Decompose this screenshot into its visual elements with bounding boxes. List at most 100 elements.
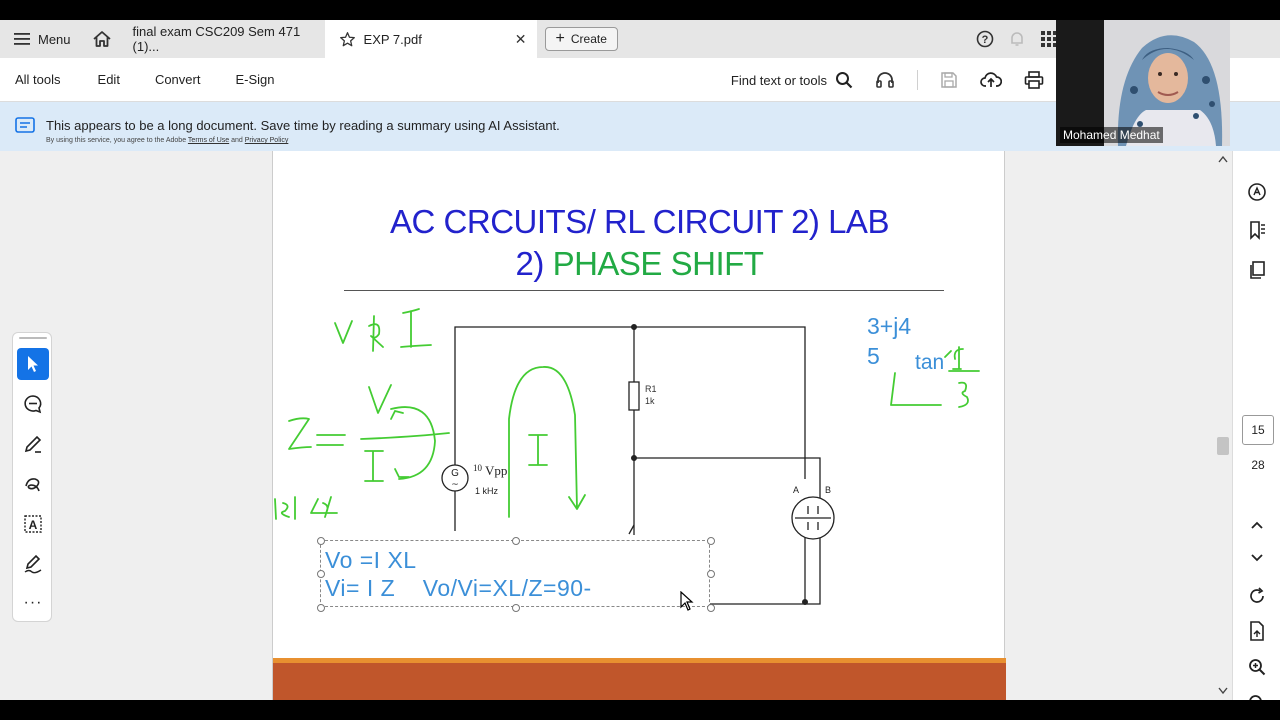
menu-button[interactable]: Menu — [0, 20, 85, 58]
scroll-up-icon[interactable] — [1218, 155, 1228, 163]
freehand-icon — [25, 478, 40, 492]
terms-of-use-link[interactable]: Terms of Use — [187, 137, 230, 144]
extract-page-button[interactable] — [1245, 619, 1269, 643]
resize-handle-bm[interactable] — [512, 604, 520, 612]
source-frequency: 1 kHz — [475, 486, 499, 496]
copy-pages-icon — [1250, 261, 1265, 279]
ai-assistant-icon — [1248, 183, 1266, 201]
vertical-scrollbar[interactable] — [1214, 151, 1232, 700]
draw-tool-button[interactable] — [17, 468, 49, 500]
all-tools-menu[interactable]: All tools — [15, 72, 61, 87]
toolbar-divider — [917, 70, 918, 90]
title-phase-shift: PHASE SHIFT — [552, 245, 764, 282]
highlight-tool-button[interactable] — [17, 428, 49, 460]
slide-title-line2: 2) PHASE SHIFT — [273, 245, 1006, 283]
zoom-in-button[interactable] — [1245, 655, 1269, 679]
tab-exp7[interactable]: EXP 7.pdf ✕ — [324, 20, 537, 58]
resize-handle-br[interactable] — [707, 604, 715, 612]
resize-handle-tl[interactable] — [317, 537, 325, 545]
source-vpp-num: 10 — [473, 463, 483, 473]
annotation-line-1[interactable]: Vo =I XL — [325, 547, 417, 573]
rotate-button[interactable] — [1245, 584, 1269, 608]
current-page-input[interactable]: 15 — [1242, 415, 1274, 445]
print-icon[interactable] — [1024, 71, 1044, 89]
home-button[interactable] — [85, 20, 119, 58]
previous-page-button[interactable] — [1245, 513, 1269, 537]
tab-label: EXP 7.pdf — [363, 31, 422, 47]
create-label: Create — [570, 32, 607, 46]
close-tab-icon[interactable]: ✕ — [514, 30, 527, 47]
svg-text:?: ? — [982, 34, 989, 46]
more-icon: ··· — [23, 594, 43, 611]
quick-tools-rail: A ··· — [12, 332, 52, 622]
scroll-down-icon[interactable] — [1218, 687, 1228, 695]
banner-terms: By using this service, you agree to the … — [46, 137, 288, 144]
resize-handle-ml[interactable] — [317, 570, 325, 578]
slide-footer-band — [273, 658, 1006, 700]
tab-label: final exam CSC209 Sem 471 (1)... — [132, 24, 301, 54]
comment-tool-button[interactable] — [17, 388, 49, 420]
menu-label: Menu — [38, 31, 71, 47]
node-dot — [802, 599, 808, 605]
scrollbar-thumb[interactable] — [1217, 437, 1229, 455]
star-icon[interactable] — [339, 31, 356, 48]
mouse-cursor-icon — [680, 591, 694, 611]
apps-grid-icon[interactable] — [1040, 30, 1058, 48]
edit-menu[interactable]: Edit — [97, 72, 120, 87]
help-icon[interactable]: ? — [976, 30, 994, 48]
resize-handle-mr[interactable] — [707, 570, 715, 578]
ai-assistant-button[interactable] — [1245, 180, 1269, 204]
page-thumbnails-button[interactable] — [1245, 258, 1269, 282]
sign-tool-button[interactable] — [17, 548, 49, 580]
participant-name: Mohamed Medhat — [1060, 127, 1163, 143]
text-annotation-box[interactable]: Vo =I XL Vi= I Z Vo/Vi=XL/Z=90- — [317, 537, 715, 612]
banner-sub-prefix: By using this service, you agree to the … — [46, 137, 187, 144]
zoom-out-icon — [1249, 695, 1262, 700]
text-tool-button[interactable]: A — [17, 508, 49, 540]
title-prefix: 2) — [515, 245, 553, 282]
ai-summary-icon — [15, 117, 35, 133]
banner-and: and — [231, 137, 243, 144]
upload-cloud-icon[interactable] — [980, 71, 1002, 89]
next-page-button[interactable] — [1245, 546, 1269, 570]
save-icon[interactable] — [940, 71, 958, 89]
ac-source — [441, 464, 469, 492]
comment-icon — [24, 395, 42, 414]
find-label: Find text or tools — [730, 72, 827, 88]
headphones-icon[interactable] — [875, 71, 895, 89]
more-tools-button[interactable]: ··· — [17, 587, 49, 619]
resize-handle-bl[interactable] — [317, 604, 325, 612]
title-underline — [344, 290, 944, 291]
esign-menu[interactable]: E-Sign — [235, 72, 275, 87]
signature-pen-icon — [24, 554, 42, 574]
r1-value: 1k — [645, 396, 655, 406]
privacy-policy-link[interactable]: Privacy Policy — [244, 137, 289, 144]
chevron-down-icon — [1251, 554, 1263, 562]
plus-icon: + — [555, 30, 565, 47]
rotate-icon — [1250, 587, 1264, 603]
bell-icon[interactable] — [1008, 30, 1026, 48]
toolbar-right: Find text or tools — [731, 58, 1044, 102]
text-box-icon: A — [24, 515, 42, 533]
annotation-line-2[interactable]: Vi= I Z Vo/Vi=XL/Z=90- — [325, 575, 592, 601]
select-tool-button[interactable] — [17, 348, 49, 380]
rail-drag-handle[interactable] — [19, 337, 47, 339]
note-magnitude: 5 — [867, 343, 880, 369]
search-icon — [836, 72, 853, 89]
resize-handle-tr[interactable] — [707, 537, 715, 545]
document-viewer[interactable]: AC CRCUITS/ RL CIRCUIT 2) LAB 2) PHASE S… — [0, 151, 1232, 700]
source-wave-icon: ~ — [451, 480, 459, 490]
find-tools-button[interactable]: Find text or tools — [731, 71, 853, 89]
tab-final-exam[interactable]: final exam CSC209 Sem 471 (1)... — [119, 20, 325, 58]
cursor-arrow-icon — [28, 356, 38, 372]
convert-menu[interactable]: Convert — [154, 72, 201, 87]
resize-handle-tm[interactable] — [512, 537, 520, 545]
source-vpp-unit: Vpp — [485, 463, 507, 478]
pdf-page[interactable]: AC CRCUITS/ RL CIRCUIT 2) LAB 2) PHASE S… — [272, 151, 1006, 700]
rl-circuit-diagram: R1 1k G ~ 10 Vpp 1 kHz A — [274, 308, 980, 605]
bookmarks-button[interactable] — [1245, 218, 1269, 242]
create-button[interactable]: + Create — [544, 27, 618, 51]
source-label: G — [451, 468, 459, 479]
hamburger-icon — [14, 33, 30, 45]
zoom-out-button[interactable] — [1245, 691, 1269, 700]
